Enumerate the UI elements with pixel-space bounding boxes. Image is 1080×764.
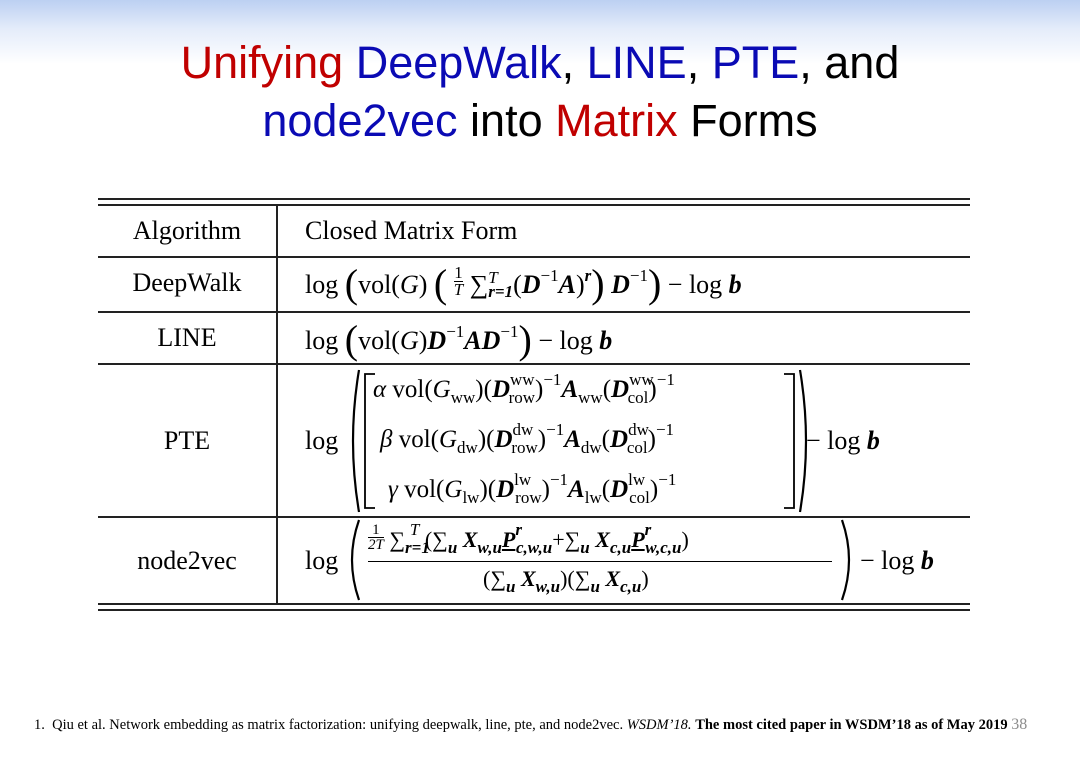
node2vec-right-paren [840, 519, 851, 601]
pte-row-dw: β vol(Gdw)(Ddwrow)−1Adw(Ddwcol)−1 [380, 420, 675, 457]
node2vec-denominator: (∑u Xw,u)(∑u Xc,u) [483, 566, 649, 596]
footnote-venue: WSDM’18. [626, 717, 692, 733]
node2vec-left-paren [350, 519, 361, 601]
header-gradient-bar [0, 0, 1080, 64]
footnote-index: 1. [34, 717, 45, 733]
table-row-rule [98, 256, 970, 258]
title-word: PTE [711, 37, 800, 88]
algorithm-name: LINE [157, 323, 217, 352]
pte-row-lw: γ vol(Glw)(Dlwrow)−1Alw(Dlwcol)−1 [388, 470, 677, 507]
table-bottom-rule [98, 609, 970, 611]
title-word: node2vec [262, 95, 458, 146]
node2vec-log: log [305, 546, 339, 575]
matrix-forms-table: Algorithm Closed Matrix Form DeepWalk lo… [98, 198, 970, 613]
page-number: 38 [1011, 716, 1028, 733]
title-word: DeepWalk [355, 37, 562, 88]
title-line-1: Unifying DeepWalk, LINE, PTE, and [0, 34, 1080, 92]
title-word: , [686, 37, 700, 88]
pte-row-ww: α vol(Gww)(Dwwrow)−1Aww(Dwwcol)−1 [373, 370, 675, 407]
title-word: Forms [690, 95, 818, 146]
table-column-divider [276, 206, 278, 604]
title-word: , and [799, 37, 900, 88]
table-top-rule [98, 204, 970, 206]
header-algorithm: Algorithm [132, 216, 242, 245]
pte-right-bracket [784, 369, 808, 513]
title-line-2: node2vec into Matrix Forms [0, 92, 1080, 150]
footnote-highlight: The most cited paper in WSDM’18 as of Ma… [695, 717, 1008, 733]
title-word: Unifying [180, 37, 344, 88]
table-row-rule [98, 516, 970, 518]
table-row-rule [98, 363, 970, 365]
header-closed-form: Closed Matrix Form [305, 216, 518, 245]
algorithm-name: PTE [163, 426, 211, 455]
table-top-rule [98, 198, 970, 200]
pte-tail: − log b [806, 426, 880, 455]
table-bottom-rule [98, 603, 970, 605]
title-word: LINE [586, 37, 687, 88]
title-word: , [561, 37, 575, 88]
slide-title: Unifying DeepWalk, LINE, PTE, and node2v… [0, 34, 1080, 150]
footnote: 1. Qiu et al. Network embedding as matri… [34, 716, 1027, 734]
node2vec-tail: − log b [860, 546, 934, 575]
pte-log: log [305, 426, 339, 455]
line-formula: log (vol(G)D−1AD−1) − log b [305, 317, 613, 362]
algorithm-name: node2vec [137, 546, 237, 575]
pte-left-bracket [351, 369, 375, 513]
footnote-citation: Qiu et al. Network embedding as matrix f… [52, 717, 624, 733]
title-word: into [470, 95, 543, 146]
table-row-rule [98, 311, 970, 313]
algorithm-name: DeepWalk [132, 268, 242, 297]
title-word: Matrix [555, 95, 678, 146]
node2vec-fraction-bar [368, 561, 832, 563]
